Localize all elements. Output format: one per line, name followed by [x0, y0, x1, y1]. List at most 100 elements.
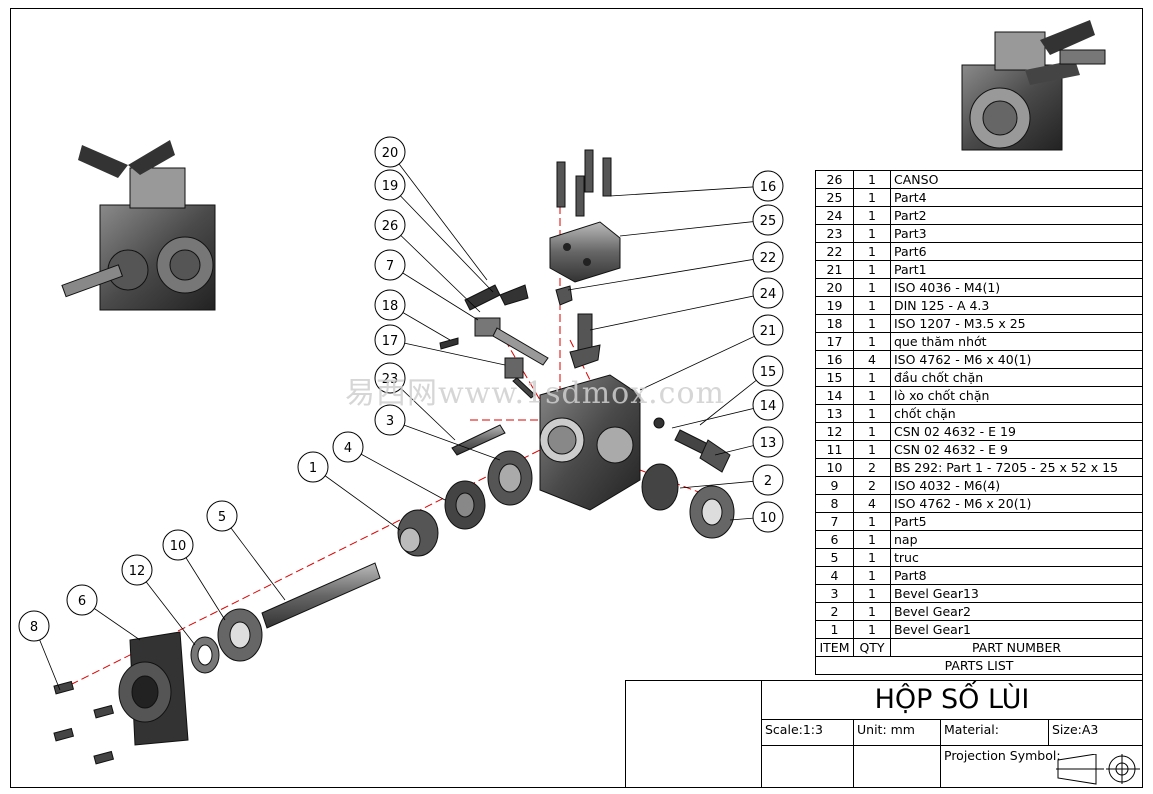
- shaft-5: [261, 562, 381, 629]
- balloon-leader: [389, 184, 494, 293]
- row-part-number: Part6: [890, 242, 1143, 261]
- balloon-label: 10: [170, 539, 187, 554]
- row-qty: 2: [853, 476, 891, 495]
- dipstick-17: [504, 357, 536, 399]
- header-qty: QTY: [853, 638, 891, 657]
- row-item: 11: [815, 440, 854, 459]
- pin-23: [451, 424, 506, 456]
- row-item: 10: [815, 458, 854, 477]
- row-item: 14: [815, 386, 854, 405]
- balloon-label: 16: [760, 180, 777, 195]
- row-item: 24: [815, 206, 854, 225]
- balloon-circle: [206, 500, 238, 532]
- right-side-parts: [641, 417, 735, 539]
- balloon-leader: [589, 292, 769, 331]
- small-parts-22-24: [555, 285, 601, 369]
- balloon-label: 26: [382, 219, 399, 234]
- balloon-label: 6: [78, 594, 86, 609]
- balloon-circle: [374, 324, 406, 356]
- row-part-number: Bevel Gear1: [890, 620, 1143, 639]
- row-item: 5: [815, 548, 854, 567]
- row-part-number: Part3: [890, 224, 1143, 243]
- row-qty: 1: [853, 242, 891, 261]
- balloon-circle: [374, 249, 406, 281]
- balloon-leader: [389, 224, 481, 313]
- row-qty: 1: [853, 548, 891, 567]
- row-item: 16: [815, 350, 854, 369]
- row-item: 23: [815, 224, 854, 243]
- left-side-parts: [53, 608, 263, 765]
- balloon-circle: [752, 170, 784, 202]
- balloon-circle: [752, 426, 784, 458]
- balloon-label: 14: [760, 399, 777, 414]
- balloon-leader: [389, 339, 506, 366]
- balloon-circle: [752, 241, 784, 273]
- balloon-label: 21: [760, 324, 777, 339]
- row-item: 6: [815, 530, 854, 549]
- balloon-circle: [297, 451, 329, 483]
- row-qty: 1: [853, 224, 891, 243]
- balloon-circle: [374, 289, 406, 321]
- material-field: Material:: [940, 719, 1049, 746]
- row-item: 21: [815, 260, 854, 279]
- balloon-circle: [66, 584, 98, 616]
- balloon-circle: [18, 610, 50, 642]
- row-part-number: DIN 125 - A 4.3: [890, 296, 1143, 315]
- balloon-label: 12: [129, 564, 146, 579]
- balloon-label: 5: [218, 510, 226, 525]
- balloon-circle: [374, 209, 406, 241]
- balloon-label: 8: [30, 620, 38, 635]
- balloon-circle: [162, 529, 194, 561]
- balloon-label: 18: [382, 299, 399, 314]
- parts-list-caption: PARTS LIST: [815, 656, 1143, 675]
- item-balloons: 2019267181723341510126816252224211514132…: [18, 136, 784, 691]
- row-qty: 1: [853, 314, 891, 333]
- balloon-leader: [567, 256, 769, 291]
- balloon-leader: [312, 466, 401, 531]
- row-part-number: Part2: [890, 206, 1143, 225]
- title-block: HỘP SỐ LÙI Scale:1:3 Unit: mm Material: …: [625, 680, 1143, 788]
- row-qty: 1: [853, 440, 891, 459]
- balloon-label: 2: [764, 474, 772, 489]
- balloon-label: 23: [382, 372, 399, 387]
- row-part-number: Bevel Gear2: [890, 602, 1143, 621]
- row-qty: 1: [853, 188, 891, 207]
- balloon-circle: [752, 501, 784, 533]
- balloon-circle: [752, 389, 784, 421]
- row-part-number: que thăm nhớt: [890, 332, 1143, 351]
- row-qty: 4: [853, 350, 891, 369]
- block-part25: [549, 221, 621, 283]
- balloon-label: 19: [382, 179, 399, 194]
- row-part-number: Bevel Gear13: [890, 584, 1143, 603]
- row-part-number: truc: [890, 548, 1143, 567]
- row-qty: 1: [853, 332, 891, 351]
- balloon-circle: [374, 362, 406, 394]
- iso-view-right: [961, 20, 1106, 151]
- row-item: 20: [815, 278, 854, 297]
- blank-cell-1: [761, 745, 854, 788]
- row-part-number: nap: [890, 530, 1143, 549]
- row-item: 18: [815, 314, 854, 333]
- row-qty: 1: [853, 404, 891, 423]
- row-part-number: lò xo chốt chặn: [890, 386, 1143, 405]
- row-item: 2: [815, 602, 854, 621]
- row-item: 4: [815, 566, 854, 585]
- balloon-leader: [389, 151, 488, 281]
- balloon-leader: [619, 219, 769, 237]
- row-qty: 1: [853, 620, 891, 639]
